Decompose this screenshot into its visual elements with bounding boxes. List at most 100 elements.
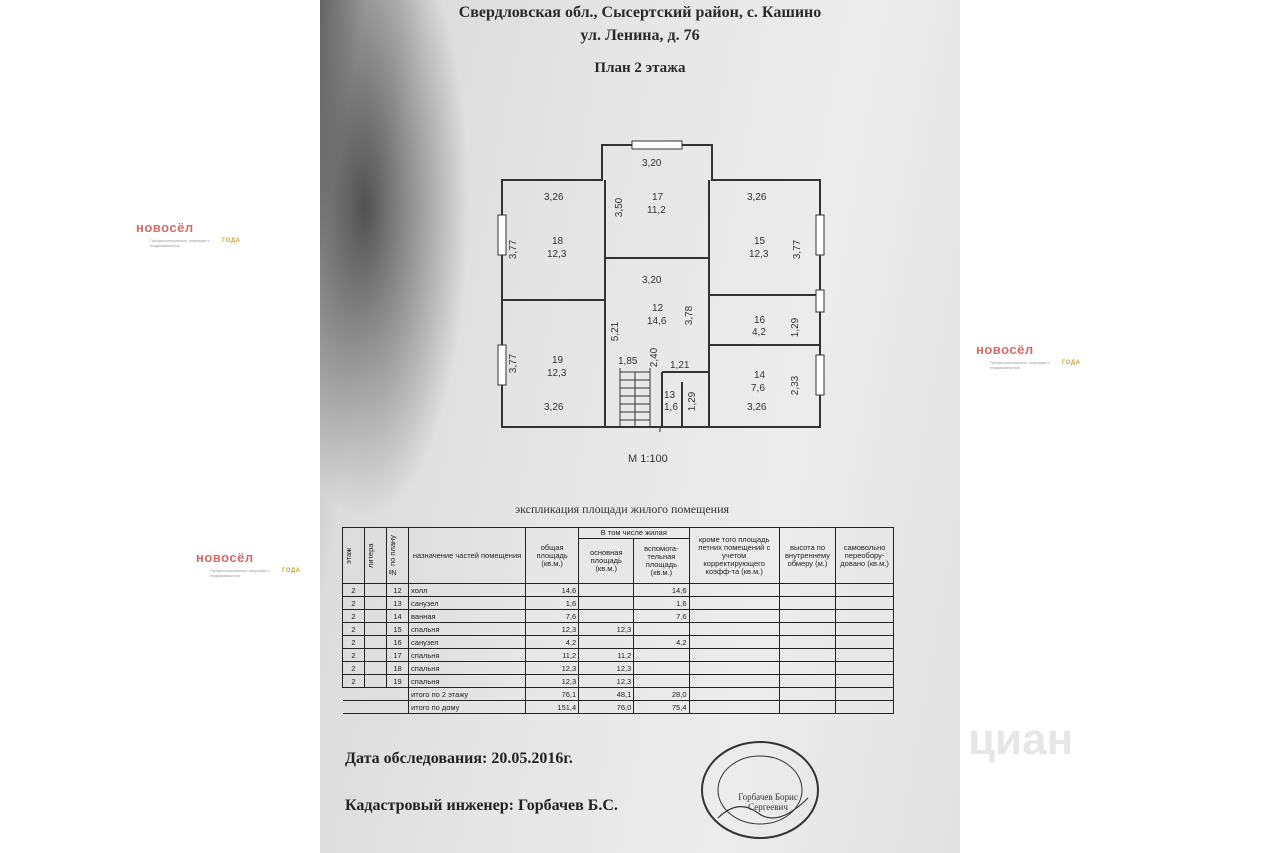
cell-summer (688, 622, 780, 636)
scan-shadow (320, 0, 470, 520)
cell-total: 12,3 (525, 674, 580, 688)
cell-no: 12 (385, 583, 410, 597)
document-page: Свердловская обл., Сысертский район, с. … (320, 0, 960, 853)
total-floor-label: итого по 2 этажу (408, 687, 527, 701)
cell-unauth (835, 609, 894, 623)
official-seal (701, 741, 819, 839)
room-18-number: 18 (552, 236, 564, 247)
cell-unauth (835, 661, 894, 675)
room-12-number: 12 (652, 303, 664, 314)
cell-main: 11,2 (578, 648, 635, 662)
room-13-area: 1,6 (664, 402, 678, 413)
cell-aux (633, 648, 690, 662)
room-12-area: 14,6 (647, 316, 667, 327)
room-15-width: 3,26 (747, 192, 767, 203)
table-header-row: этаж литера № по плану назначение частей… (342, 527, 894, 584)
watermark-brand-sub: Профессиональные операции с недвижимость… (990, 360, 1050, 370)
room-14-width: 3,26 (747, 402, 767, 413)
cell-summer (688, 674, 780, 688)
col-aux: вспомога-тельная площадь (кв.м.) (633, 538, 690, 584)
cell-height (778, 674, 837, 688)
cell-total: 11,2 (525, 648, 580, 662)
cell-total: 12,3 (525, 661, 580, 675)
cell-floor: 2 (342, 648, 365, 662)
cell-aux: 4,2 (633, 635, 690, 649)
room-15-height: 3,77 (792, 239, 804, 260)
cell-main (578, 596, 635, 610)
col-purpose: назначение частей помещения (408, 527, 527, 584)
cadastral-engineer: Кадастровый инженер: Горбачев Б.С. (345, 797, 618, 814)
room-13-number: 13 (664, 390, 676, 401)
col-total: общая площадь (кв.м.) (525, 527, 580, 584)
cell-name: ванная (408, 609, 527, 623)
col-height: высота по внутреннему обмеру (м.) (778, 527, 837, 584)
cell-no: 18 (385, 661, 410, 675)
cell-total: 12,3 (525, 622, 580, 636)
cell-height (778, 635, 837, 649)
room-12-height: 3,78 (684, 305, 696, 326)
cell-total: 7,6 (525, 609, 580, 623)
cell-main: 12,3 (578, 674, 635, 688)
cell-summer (688, 635, 780, 649)
room-19-area: 12,3 (547, 368, 567, 379)
cell-aux (633, 674, 690, 688)
cell-aux (633, 661, 690, 675)
cell-no: 19 (385, 674, 410, 688)
room-13-height: 1,29 (687, 391, 699, 412)
cell-floor: 2 (342, 596, 365, 610)
cell-height (778, 661, 837, 675)
cell-height (778, 622, 837, 636)
watermark-brand: новосёл (976, 342, 1034, 357)
total-floor-aux: 28,0 (633, 687, 690, 701)
cell-aux: 14,6 (633, 583, 690, 597)
cell-unauth (835, 583, 894, 597)
room-14-height: 2,33 (790, 375, 802, 396)
cell-letter (364, 635, 387, 649)
room-17-height: 3,50 (614, 197, 626, 218)
cell-summer (688, 648, 780, 662)
cell-no: 14 (385, 609, 410, 623)
room-16-number: 16 (754, 315, 766, 326)
cell-name: спальня (408, 648, 527, 662)
cell-main: 12,3 (578, 661, 635, 675)
room-14-area: 7,6 (751, 383, 765, 394)
watermark-brand: новосёл (196, 550, 254, 565)
explication-table: этаж литера № по плану назначение частей… (342, 527, 894, 714)
total-house-label: итого по дому (408, 700, 527, 714)
col-unauth: самовольно переобору-довано (кв.м.) (835, 527, 894, 584)
survey-date: Дата обследования: 20.05.2016г. (345, 750, 573, 767)
col-summer: кроме того площадь летних помещений с уч… (688, 527, 780, 584)
cell-unauth (835, 674, 894, 688)
room-18-height: 3,77 (508, 239, 520, 260)
col-floor: этаж (344, 547, 353, 564)
room-18-width: 3,26 (544, 192, 564, 203)
room-16-area: 4,2 (752, 327, 766, 338)
cell-letter (364, 596, 387, 610)
cell-name: санузел (408, 635, 527, 649)
room-17-area: 11,2 (647, 205, 666, 216)
total-house-aux: 75,4 (633, 700, 690, 714)
explication-title: экспликация площади жилого помещения (515, 502, 730, 516)
cell-floor: 2 (342, 635, 365, 649)
cell-aux: 1,6 (633, 596, 690, 610)
cell-height (778, 648, 837, 662)
cell-name: санузел (408, 596, 527, 610)
total-house-total: 151,4 (525, 700, 580, 714)
room-19-number: 19 (552, 355, 564, 366)
cell-unauth (835, 648, 894, 662)
cell-summer (688, 596, 780, 610)
cell-no: 13 (385, 596, 410, 610)
address-line-1: Свердловская обл., Сысертский район, с. … (458, 4, 822, 21)
watermark-goda: ГОДА (1062, 360, 1081, 366)
cell-floor: 2 (342, 622, 365, 636)
cell-unauth (835, 596, 894, 610)
address-line-2: ул. Ленина, д. 76 (580, 27, 700, 44)
room-12-width: 3,20 (642, 275, 662, 286)
cell-total: 14,6 (525, 583, 580, 597)
